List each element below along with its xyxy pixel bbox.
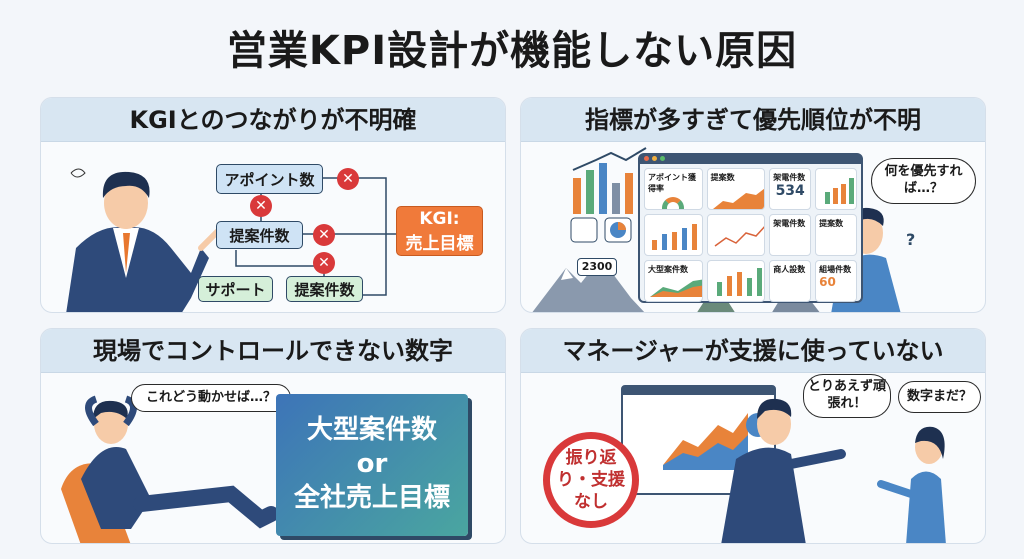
speech-bubble-manager: とりあえず頑張れ！: [803, 374, 891, 418]
node-appointments: アポイント数: [216, 164, 323, 194]
confused-man-illustration: [66, 168, 224, 312]
metric-card: アポイント獲得率: [644, 168, 703, 210]
bar-chart-icon: [572, 147, 647, 214]
metric-card: [815, 168, 857, 210]
card-label: 大型案件数: [648, 265, 688, 274]
metric-card: 提案数: [815, 214, 857, 256]
question-mark: ?: [906, 230, 916, 249]
metric-card: [706, 214, 766, 256]
card-label: 架電件数: [773, 219, 806, 228]
panel-uncontrollable-numbers: 現場でコントロールできない数字 これどう動かせば…？ 大型案件数 or 全社売上…: [40, 328, 506, 544]
kgi-label: KGI:: [419, 208, 460, 229]
panel-heading: マネージャーが支援に使っていない: [521, 329, 985, 373]
kgi-sales-target: KGI: 売上目標: [396, 206, 483, 256]
cross-icon: ✕: [313, 224, 335, 246]
big-number: 534: [775, 183, 805, 199]
relaxed-man-illustration: [61, 395, 279, 543]
big-text-line: 全社売上目標: [293, 482, 450, 513]
card-label: 提案数: [819, 219, 844, 228]
metric-card: [644, 214, 703, 256]
small-number: 60: [819, 275, 836, 289]
card-label: 組場件数: [819, 265, 852, 274]
card-label: 提案数: [710, 173, 735, 182]
connector-lines: [66, 168, 396, 312]
panel-kgi-connection: KGIとのつながりが不明確 アポイント数 提案件数 サポート 提案件数 KGI:…: [40, 97, 506, 313]
kgi-value: 売上目標: [405, 233, 474, 254]
panel-heading: 現場でコントロールできない数字: [41, 329, 505, 373]
cross-icon: ✕: [313, 252, 335, 274]
gauge-icon: [570, 217, 598, 243]
speech-bubble-staff: 数字まだ？: [898, 381, 981, 413]
cross-icon: ✕: [337, 168, 359, 190]
card-label: 商人設数: [773, 265, 806, 274]
speech-bubble: これどう動かせば…？: [131, 384, 291, 412]
speech-bubble: 何を優先すれば…？: [871, 158, 976, 204]
big-text-line: or: [356, 449, 388, 480]
badge-number: 2300: [577, 258, 617, 276]
metric-card: 大型案件数: [644, 260, 703, 302]
big-text-line: 大型案件数: [306, 415, 437, 446]
card-label: アポイント獲得率: [648, 173, 696, 193]
metric-card: 架電件数: [769, 214, 812, 256]
node-support: サポート: [198, 276, 273, 302]
card-label: 架電件数: [773, 173, 806, 182]
panel-manager-not-using: マネージャーが支援に使っていない 振り返り・支援なし とりあえず頑張れ！ 数字ま…: [520, 328, 986, 544]
metric-card: 提案数: [706, 168, 766, 210]
uncontrollable-metric-card: 大型案件数 or 全社売上目標: [276, 394, 468, 536]
panel-heading: KGIとのつながりが不明確: [41, 98, 505, 142]
panel-heading: 指標が多すぎて優先順位が不明: [521, 98, 985, 142]
node-proposals-2: 提案件数: [286, 276, 363, 302]
metric-card: 商人設数: [769, 260, 812, 302]
node-proposals: 提案件数: [216, 221, 303, 249]
metric-card: [706, 260, 766, 302]
manager-and-staff-illustration: [721, 398, 946, 543]
page-title: 営業KPI設計が機能しない原因: [226, 28, 798, 74]
no-review-support-stamp: 振り返り・支援なし: [543, 432, 639, 528]
cross-icon: ✕: [250, 195, 272, 217]
